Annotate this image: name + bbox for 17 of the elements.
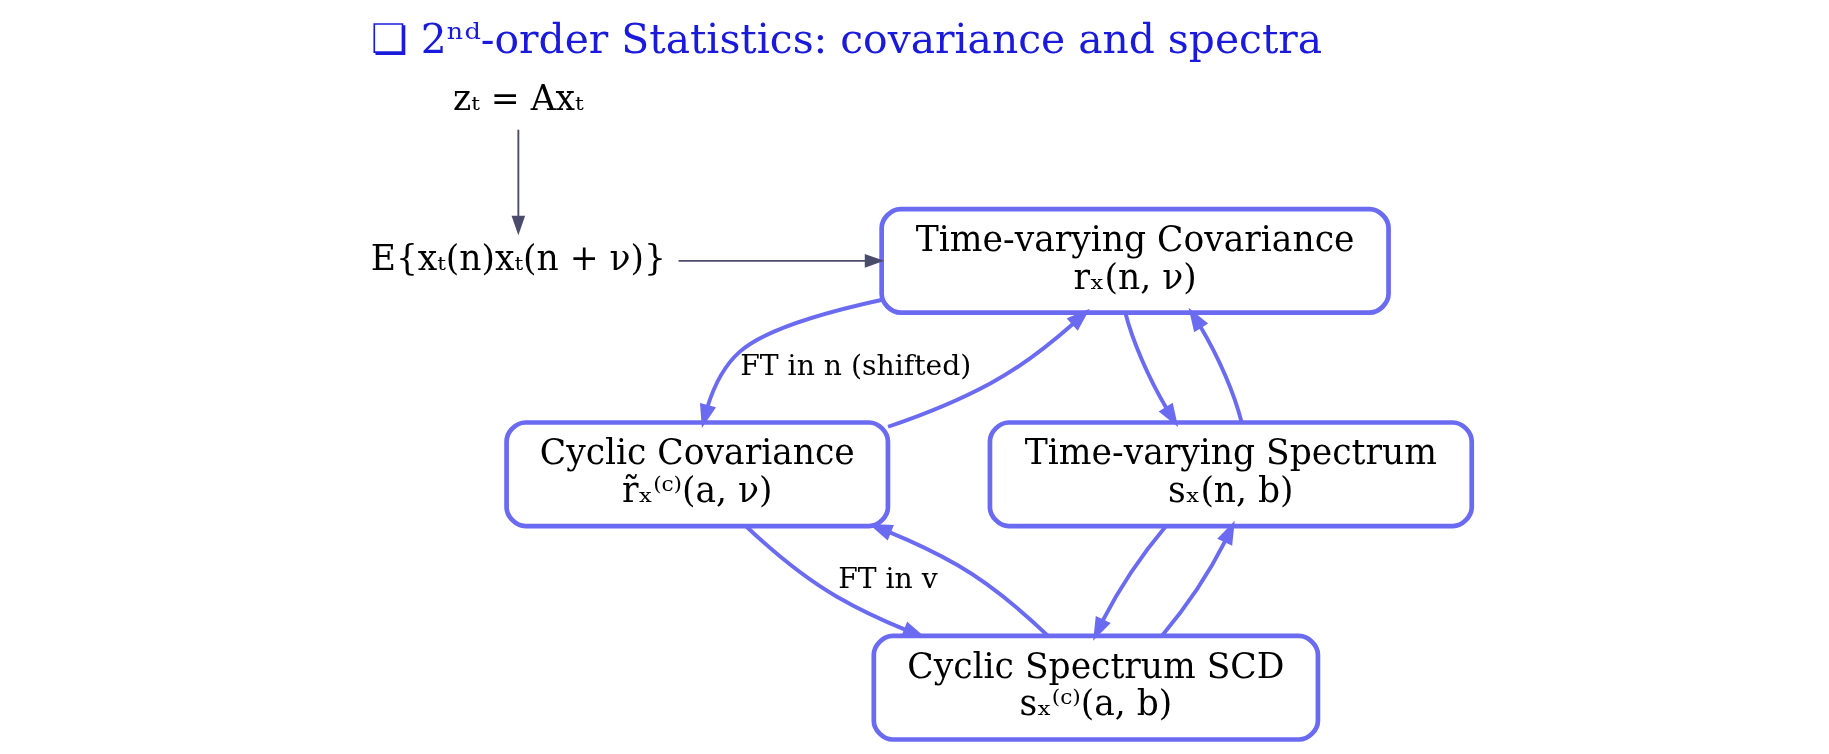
arrow [511,128,525,236]
arrow [1188,307,1243,423]
edge-label: FT in v [837,561,938,595]
node-box: Cyclic Spectrum SCD sₓ⁽ᶜ⁾(a, b) [870,633,1320,742]
node-text: E{xₜ(n)xₜ(n + ν)} [370,237,666,278]
node-box: Time-varying Spectrum sₓ(n, b) [987,420,1474,529]
node-text: zₜ = Axₜ [452,77,584,118]
edge-label: FT in n (shifted) [739,348,971,382]
arrow [1160,520,1235,637]
arrow [677,254,884,268]
arrow [699,298,882,428]
node-box: Time-varying Covariance rₓ(n, ν) [878,206,1391,315]
diagram-title: ❏ 2ⁿᵈ-order Statistics: covariance and spectra [370,15,1322,64]
arrow [1092,525,1167,641]
node-box: Cyclic Covariance r̃ₓ⁽ᶜ⁾(a, ν) [503,420,890,529]
arrow [1122,312,1178,428]
arrow [886,308,1090,429]
